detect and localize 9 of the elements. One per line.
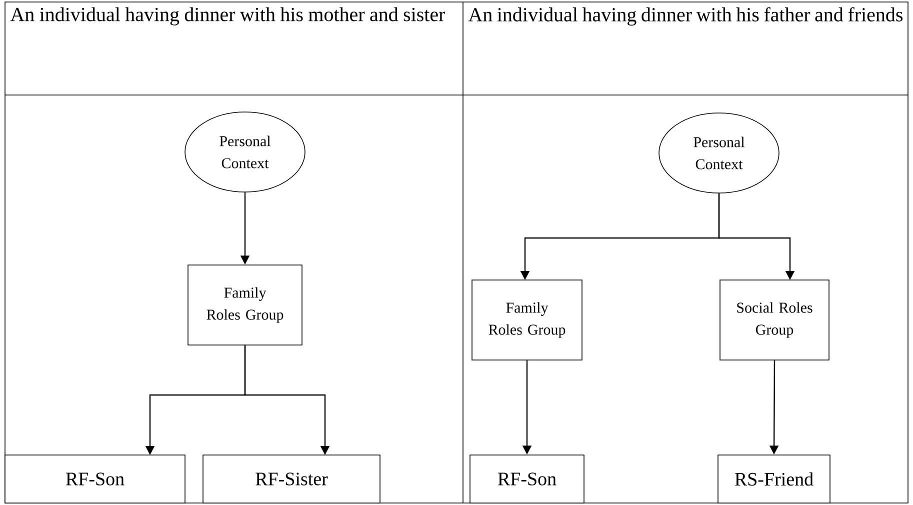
role-box: RS-Friend — [718, 454, 830, 504]
role-box: RF-Son — [4, 454, 186, 504]
role-box: RF-Son — [470, 454, 584, 504]
role-box: Social Roles Group — [720, 280, 830, 360]
column-heading: An individual having dinner with his mother and sister — [10, 7, 446, 26]
column-heading: An individual having dinner with his father and friends — [468, 7, 903, 26]
role-box: Family Roles Group — [472, 280, 582, 360]
role-box: Family Roles Group — [188, 264, 302, 346]
role-box: RF-Sister — [202, 454, 380, 504]
